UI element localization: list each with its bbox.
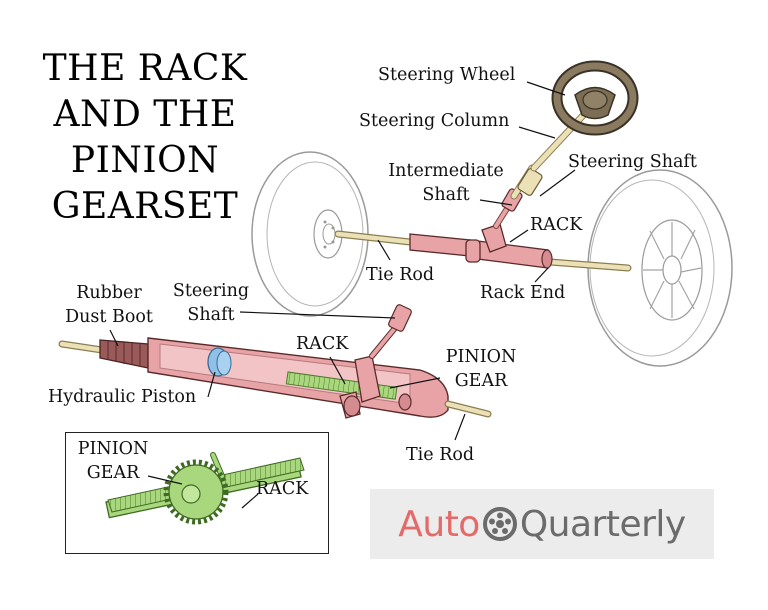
rack-assembly-middle [58,304,492,419]
label-steering-wheel: Steering Wheel [378,65,516,85]
title-line-2: AND THE [53,94,237,135]
brand-part-auto: Auto [398,503,480,545]
label-inset-pinion-gear-2: GEAR [86,463,140,483]
title-line-3: PINION [70,140,220,181]
label-tie-rod-bottom: Tie Rod [406,445,475,465]
title-line-1: THE RACK [42,48,248,89]
label-rubber-dust-boot-1: Rubber [76,283,142,303]
brand-part-quarterly: Quarterly [519,503,686,545]
leader-lines-inset [147,475,259,509]
label-tie-rod-top: Tie Rod [366,265,435,285]
steering-column-top [493,104,594,229]
inset-gear-drawing [105,452,305,525]
label-intermediate-shaft-1: Intermediate [388,161,504,181]
label-steering-shaft-top: Steering Shaft [568,152,697,172]
title-line-4: GEARSET [51,186,239,227]
brand-logo: Auto Quarterly [370,489,714,559]
label-intermediate-shaft-2: Shaft [422,185,470,205]
label-inset-pinion-gear-1: PINION [77,439,149,459]
inset-box [65,432,329,554]
right-wheel [587,169,733,367]
leader-lines-top [377,81,576,283]
label-steering-shaft-mid-2: Shaft [187,305,235,325]
wheel-icon [482,507,517,541]
label-rack-end: Rack End [480,283,566,303]
leader-lines-middle [109,311,466,441]
steering-wheel [551,60,639,136]
label-pinion-gear-mid-1: PINION [445,347,517,367]
label-steering-column: Steering Column [359,111,510,131]
label-inset-rack: RACK [256,479,309,499]
label-rack-mid: RACK [296,334,349,354]
rack-housing-top [409,223,553,269]
label-rubber-dust-boot-2: Dust Boot [65,307,153,327]
label-pinion-gear-mid-2: GEAR [454,371,508,391]
label-hydraulic-piston: Hydraulic Piston [48,387,197,407]
brand-wordmark: Auto Quarterly [398,503,686,545]
page-title: THE RACK AND THE PINION GEARSET [30,46,260,230]
label-steering-shaft-mid-1: Steering [172,281,250,301]
label-rack-top: RACK [530,215,583,235]
